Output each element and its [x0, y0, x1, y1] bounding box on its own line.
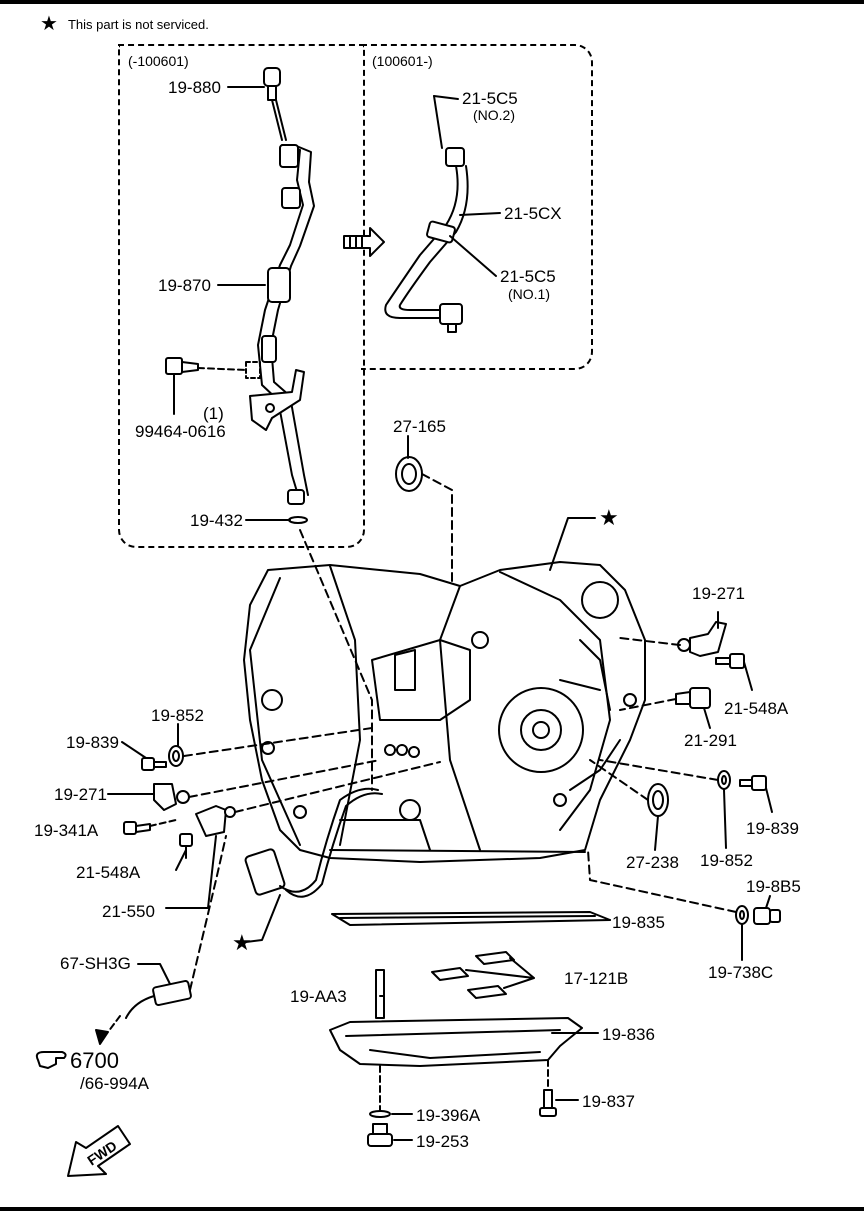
leader-tube-to-case	[300, 530, 372, 790]
washer-19-396a	[370, 1111, 390, 1117]
label-21-548a-right: 21-548A	[724, 699, 789, 718]
label-67-sh3g: 67-SH3G	[60, 954, 131, 973]
label-21-5cx: 21-5CX	[504, 204, 562, 223]
leader-21-5c5-no1	[450, 236, 496, 276]
bolt-19-341a	[124, 820, 176, 834]
label-21-548a-left: 21-548A	[76, 863, 141, 882]
sensor-19-271-right	[620, 612, 726, 656]
bottom-border	[0, 1207, 864, 1211]
fwd-arrow-icon	[68, 1126, 130, 1176]
connector-67-sh3g	[96, 836, 226, 1044]
label-19-432: 19-432	[190, 511, 243, 530]
ref-6700[interactable]: 6700	[70, 1048, 119, 1073]
label-17-121b: 17-121B	[564, 969, 629, 988]
label-19-271-right: 19-271	[692, 584, 745, 603]
bolt-19-839-left	[122, 742, 166, 770]
label-19-839-right: 19-839	[746, 819, 799, 838]
label-19-880: 19-880	[168, 78, 221, 97]
label-19-aa3: 19-AA3	[290, 987, 347, 1006]
plug-19-253	[368, 1124, 392, 1146]
washer-19-852-left	[169, 724, 372, 766]
label-27-165: 27-165	[393, 417, 446, 436]
star-case: ★	[599, 505, 619, 530]
label-19-836: 19-836	[602, 1025, 655, 1044]
label-19-870: 19-870	[158, 276, 211, 295]
leader-21-5c5-no2	[434, 96, 458, 99]
label-19-738c: 19-738C	[708, 963, 774, 982]
group-box-left	[118, 44, 365, 548]
legend-note: This part is not serviced.	[67, 16, 209, 32]
ref-66-994a[interactable]: /66-994A	[80, 1074, 149, 1093]
group-left-title: (-100601)	[128, 53, 189, 69]
label-19-852-left: 19-852	[151, 706, 204, 725]
oil-level-tube	[246, 145, 314, 504]
label-19-8b5: 19-8B5	[746, 877, 801, 896]
oil-pipe-21-5cx	[385, 96, 467, 332]
leader-21-5cx	[460, 213, 500, 215]
label-19-835: 19-835	[612, 913, 665, 932]
gasket-19-835	[332, 912, 610, 925]
group-box-right	[361, 44, 593, 370]
label-21-550: 21-550	[102, 902, 155, 921]
bolt-19-839-right	[740, 776, 772, 812]
group-right-title: (100601-)	[372, 53, 433, 69]
label-19-396a: 19-396A	[416, 1106, 481, 1125]
label-21-5c5-no2: 21-5C5	[462, 89, 518, 108]
dipstick-part	[264, 68, 286, 140]
bolt-21-548a-right	[716, 654, 752, 690]
legend: ★ This part is not serviced.	[40, 14, 209, 34]
oil-seal-27-238	[590, 760, 668, 850]
label-21-5c5-no1: 21-5C5	[500, 267, 556, 286]
label-19-253: 19-253	[416, 1132, 469, 1151]
pin-19-aa3	[376, 970, 384, 1018]
bolt-21-548a-left	[176, 834, 192, 870]
leader-case-star	[550, 518, 595, 570]
label-19-341a: 19-341A	[34, 821, 99, 840]
note-no2: (NO.2)	[473, 107, 515, 123]
label-19-839-left: 19-839	[66, 733, 119, 752]
o-ring-19-432	[289, 517, 307, 523]
label-99464-qty: (1)	[203, 404, 224, 423]
magnets-17-121b	[432, 952, 534, 998]
label-99464: 99464-0616	[135, 422, 226, 441]
label-21-291: 21-291	[684, 731, 737, 750]
star-icon: ★	[40, 13, 58, 35]
transaxle-case	[244, 562, 645, 862]
plug-19-8b5	[588, 850, 780, 960]
top-border	[0, 0, 864, 4]
bolt-99464	[166, 358, 246, 374]
oil-seal-27-165	[396, 457, 452, 585]
sensor-21-291	[620, 688, 710, 728]
reference-hand-icon	[37, 1052, 66, 1068]
washer-19-852-right	[600, 760, 730, 848]
label-19-852-right: 19-852	[700, 851, 753, 870]
replacement-arrow-icon	[344, 228, 384, 256]
note-no1: (NO.1)	[508, 286, 550, 302]
star-harness: ★	[232, 930, 252, 955]
oil-pan-19-836	[330, 1018, 582, 1066]
sensor-19-271-left	[108, 760, 380, 810]
label-27-238: 27-238	[626, 853, 679, 872]
sensor-21-550	[166, 762, 440, 908]
label-19-837: 19-837	[582, 1092, 635, 1111]
harness-connector	[245, 789, 382, 942]
label-19-271-left: 19-271	[54, 785, 107, 804]
bolt-19-837	[540, 1090, 556, 1116]
